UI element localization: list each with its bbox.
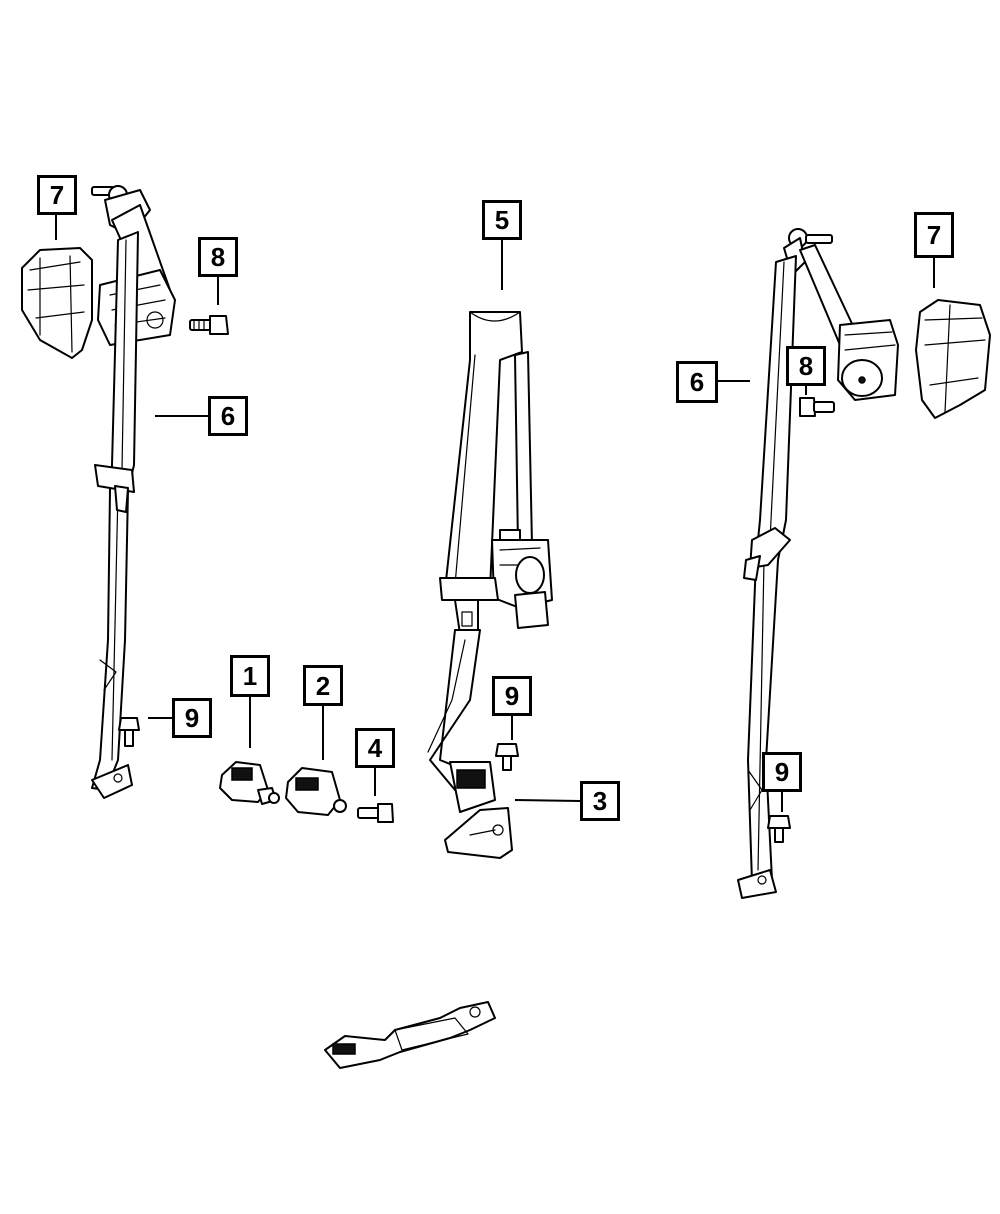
center-bolt-icon	[495, 743, 519, 771]
left-bolt-icon	[189, 315, 229, 335]
callout-1: 1	[230, 655, 270, 697]
left-lower-bolt-icon	[118, 717, 140, 747]
buckle-1-icon	[219, 761, 280, 805]
callout-9-left: 9	[172, 698, 212, 738]
buckle-2-icon	[285, 767, 347, 816]
right-bolt-icon	[799, 397, 835, 417]
callout-6-right: 6	[676, 361, 718, 403]
callout-8-right: 8	[786, 346, 826, 386]
callout-2: 2	[303, 665, 343, 706]
leader-3	[514, 799, 581, 802]
right-seat-belt-assembly-icon	[737, 228, 899, 899]
callout-9-center: 9	[492, 676, 532, 716]
callout-3: 3	[580, 781, 620, 821]
left-seat-belt-assembly-icon	[91, 185, 176, 799]
center-belt-icon	[427, 311, 553, 859]
callout-4: 4	[355, 728, 395, 768]
left-retractor-cover-icon	[21, 247, 93, 359]
right-retractor-icon	[837, 319, 899, 401]
callout-5: 5	[482, 200, 522, 240]
callout-6-left: 6	[208, 396, 248, 436]
leader-lines	[55, 215, 935, 812]
right-lower-bolt-icon	[767, 815, 791, 843]
callout-8-left: 8	[198, 237, 238, 277]
callout-7-right: 7	[914, 212, 954, 258]
bolt-4-icon	[357, 803, 394, 823]
right-retractor-cover-icon	[915, 299, 991, 419]
center-lap-belt-icon	[324, 1001, 496, 1069]
callout-9-right: 9	[762, 752, 802, 792]
center-retractor-icon	[491, 529, 553, 629]
callout-7-left: 7	[37, 175, 77, 215]
